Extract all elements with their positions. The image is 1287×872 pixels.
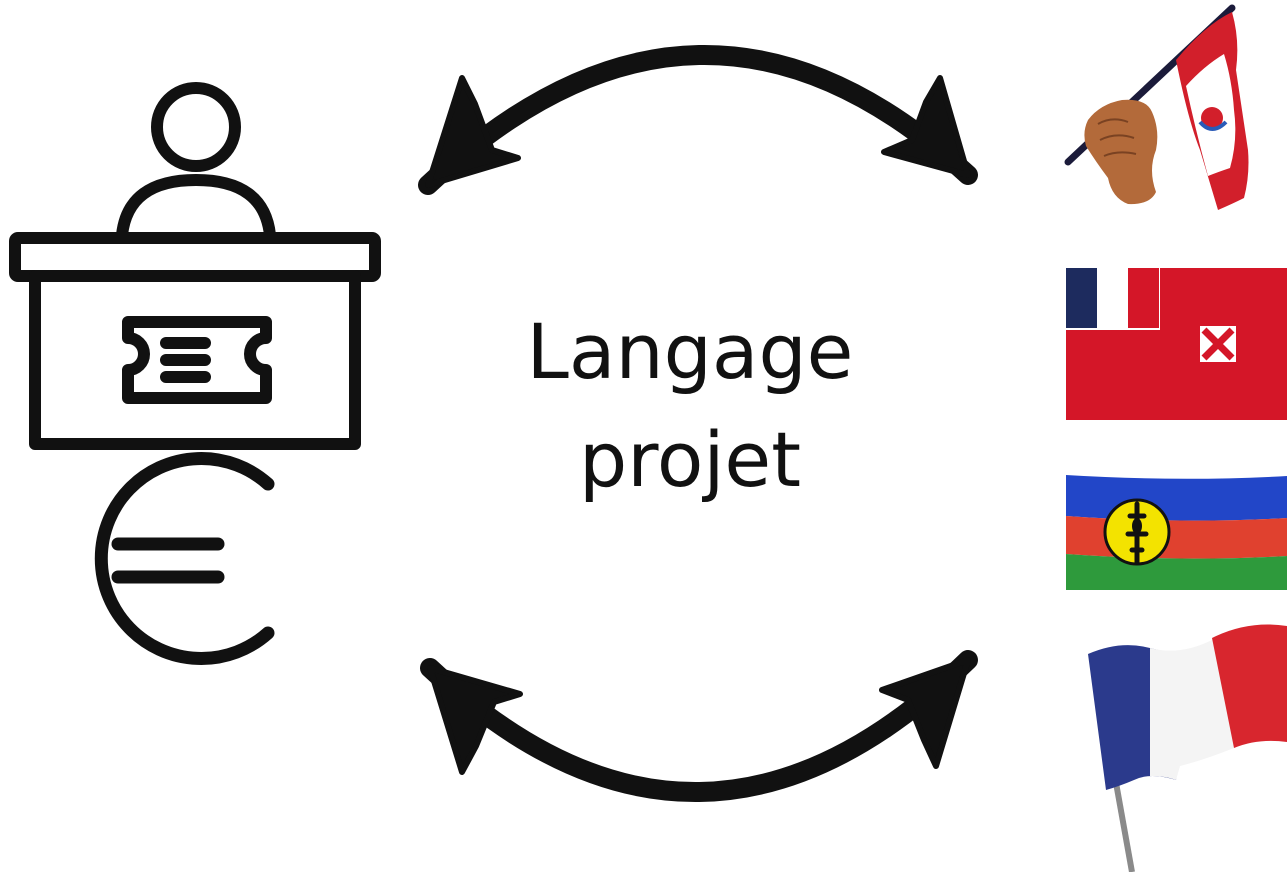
new-caledonia-flag-icon bbox=[1066, 475, 1287, 590]
curved-double-arrow-icon bbox=[420, 650, 978, 802]
reception-desk-icon bbox=[9, 82, 381, 450]
center-label-line1: Langage bbox=[526, 307, 854, 396]
center-label: Langage projet bbox=[480, 298, 900, 514]
french-polynesia-flag-icon bbox=[1064, 4, 1249, 210]
center-label-line2: projet bbox=[579, 415, 801, 504]
france-flag-icon bbox=[1088, 624, 1287, 872]
wallis-and-futuna-flag-icon bbox=[1066, 268, 1287, 420]
euro-icon bbox=[94, 452, 275, 665]
curved-double-arrow-icon bbox=[418, 45, 978, 195]
